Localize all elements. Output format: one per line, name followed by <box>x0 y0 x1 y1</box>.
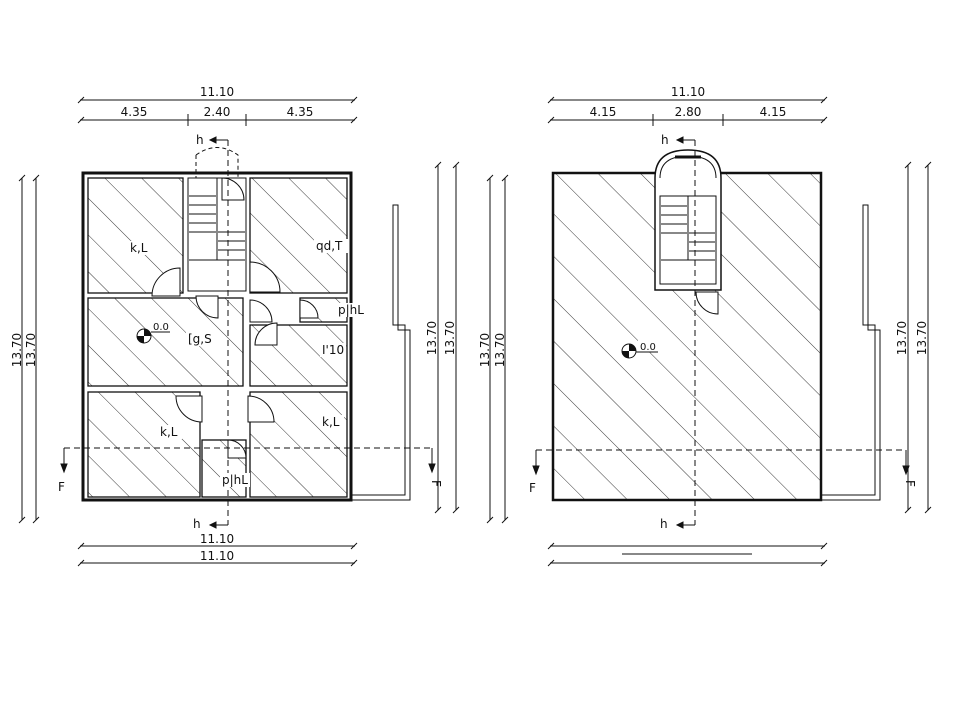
left-room-5: I'10 <box>322 343 344 357</box>
left-section-h-bottom: h <box>193 517 201 531</box>
left-room-4: p|hL <box>338 303 364 317</box>
left-section-f-left: F <box>58 480 65 494</box>
right-stair-shaft <box>654 149 722 315</box>
right-side-dim-4: 13.70 <box>915 321 929 355</box>
left-bottom-dim-1: 11.10 <box>200 532 234 546</box>
right-section-h-top: h <box>661 133 669 147</box>
right-side-dim-2: 13.70 <box>493 333 507 367</box>
left-section-h-top: h <box>196 133 204 147</box>
right-top-dimensions <box>547 96 828 126</box>
left-top-seg-1: 4.35 <box>121 105 148 119</box>
right-top-seg-1: 4.15 <box>590 105 617 119</box>
left-level-value: 0.0 <box>153 322 169 333</box>
left-room-1: k,L <box>130 241 148 255</box>
right-top-overall: 11.10 <box>671 85 705 99</box>
left-room-2: qd,T <box>316 239 343 253</box>
left-side-dim-2: 13.70 <box>24 333 38 367</box>
left-top-overall: 11.10 <box>200 85 234 99</box>
left-top-dimensions <box>77 96 358 126</box>
left-room-3: [g,S <box>188 332 212 346</box>
left-side-dim-4: 13.70 <box>443 321 457 355</box>
left-bottom-dimensions <box>77 542 358 567</box>
left-side-dim-1: 13.70 <box>10 333 24 367</box>
right-top-seg-2: 2.80 <box>675 105 702 119</box>
right-plan: 11.10 4.15 2.80 4.15 <box>478 85 932 567</box>
left-top-seg-3: 4.35 <box>287 105 314 119</box>
right-side-dim-3: 13.70 <box>895 321 909 355</box>
right-section-h-bottom: h <box>660 517 668 531</box>
right-section-f-left: F <box>529 481 536 495</box>
right-bottom-dimensions <box>547 542 828 567</box>
left-side-dimensions <box>18 161 460 524</box>
right-top-seg-3: 4.15 <box>760 105 787 119</box>
left-balcony <box>351 204 411 501</box>
right-level-value: 0.0 <box>640 342 656 353</box>
left-room-label-bgs <box>128 239 366 487</box>
left-windows <box>81 171 353 502</box>
right-level-marker-icon <box>621 340 658 359</box>
right-section-f-right: F <box>903 480 917 487</box>
left-room-8: p|hL <box>222 473 248 487</box>
left-plan: 11.10 4.35 2.40 4.35 <box>10 85 460 567</box>
right-side-dim-1: 13.70 <box>478 333 492 367</box>
left-doors <box>151 177 319 459</box>
left-room-7: k,L <box>322 415 340 429</box>
right-side-dimensions <box>486 161 932 524</box>
right-balcony <box>821 204 881 501</box>
left-section-f-right: F <box>429 480 443 487</box>
left-bottom-dim-2: 11.10 <box>200 549 234 563</box>
left-room-6: k,L <box>160 425 178 439</box>
left-stair <box>187 147 247 292</box>
right-section-lines <box>532 136 910 529</box>
left-level-marker-icon <box>136 328 170 344</box>
left-section-lines <box>60 136 436 529</box>
left-top-seg-2: 2.40 <box>204 105 231 119</box>
left-side-dim-3: 13.70 <box>425 321 439 355</box>
